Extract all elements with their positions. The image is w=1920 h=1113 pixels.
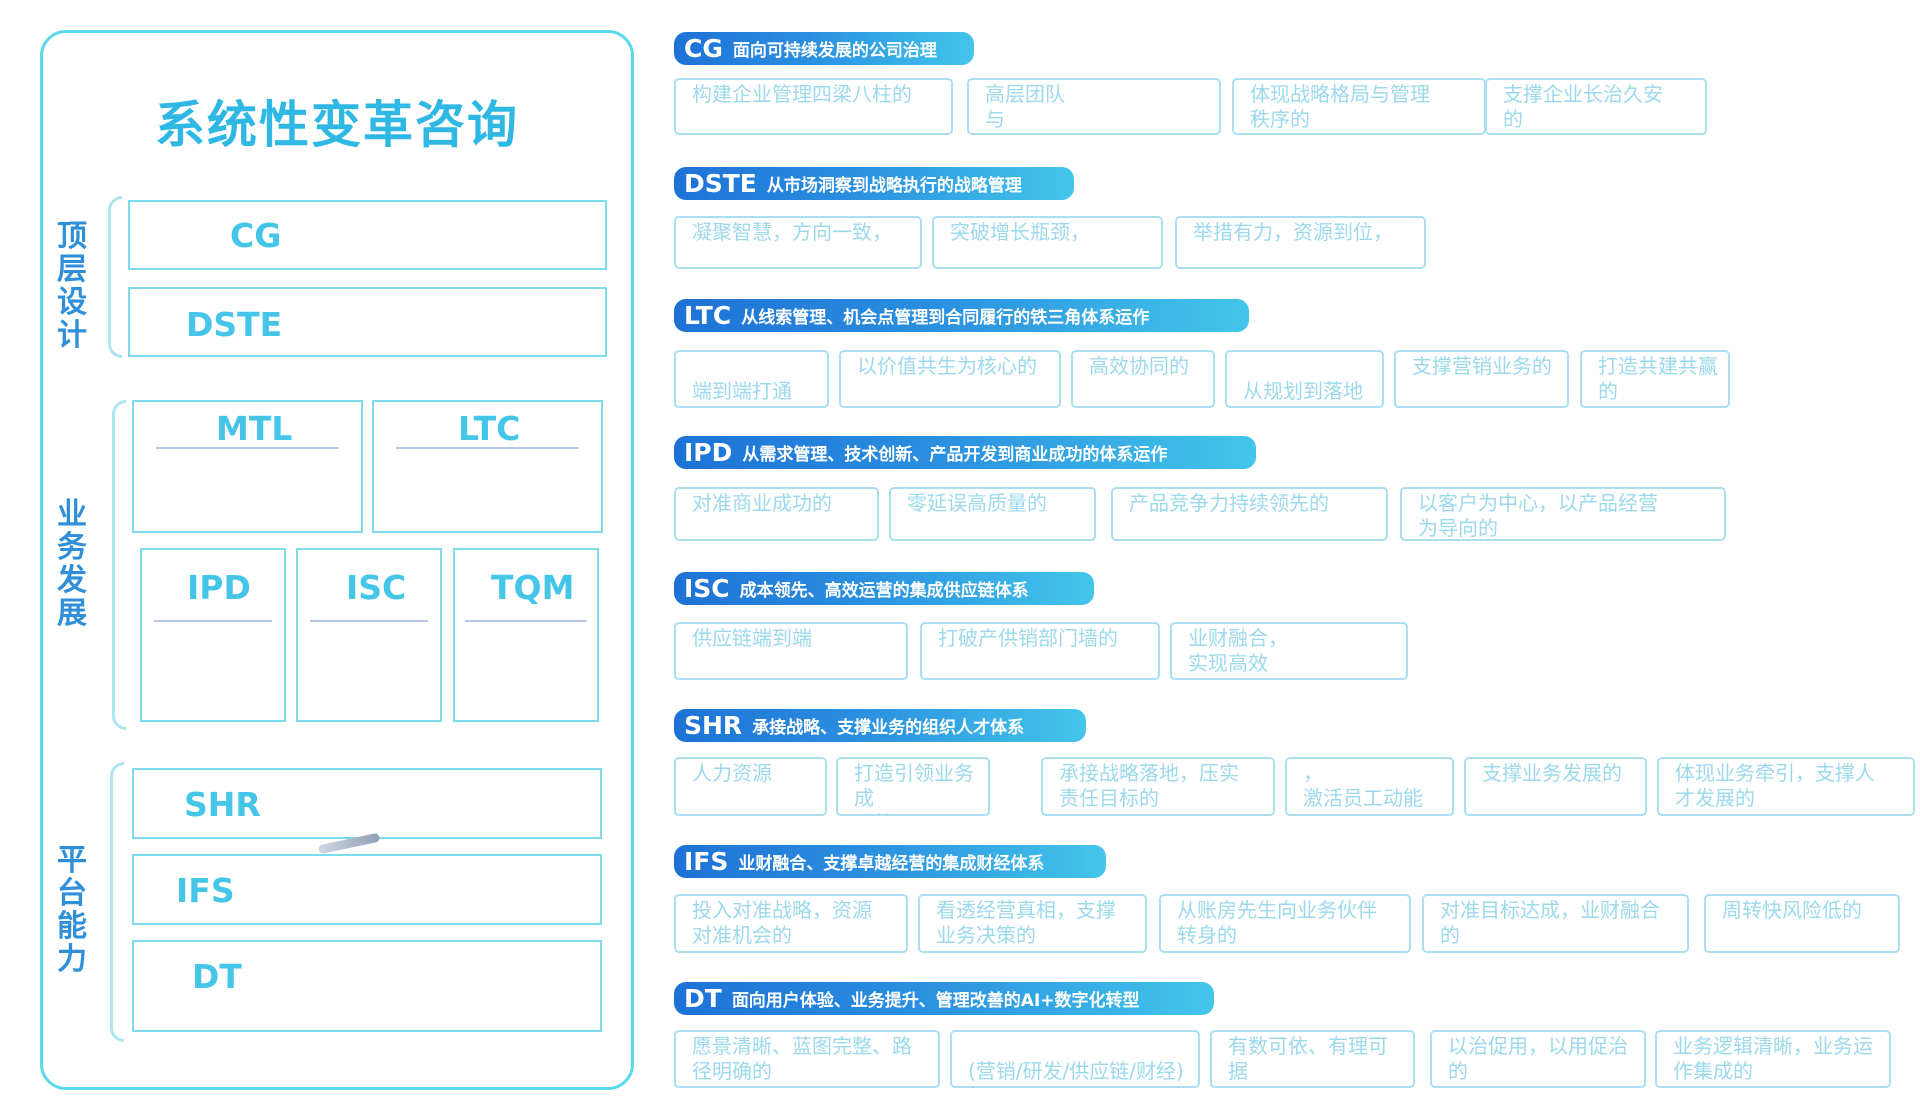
section-description: 从需求管理、技术创新、产品开发到商业成功的体系运作 (742, 445, 1168, 465)
section-header-shr: SHR 承接战略、支撑业务的组织人才体系 (674, 709, 1086, 742)
group-brace-top-design (108, 196, 122, 358)
section-tag: 支撑营销业务的 (1394, 350, 1569, 408)
group-label-top-design: 顶层设计 (57, 219, 87, 353)
module-ipd[interactable]: IPD (140, 548, 286, 722)
group-brace-platform (110, 762, 124, 1042)
section-description: 从市场洞察到战略执行的战略管理 (766, 176, 1022, 196)
module-label: DT (192, 957, 242, 996)
section-header-ifs: IFS 业财融合、支撑卓越经营的集成财经体系 (674, 845, 1106, 878)
section-header-ipd: IPD 从需求管理、技术创新、产品开发到商业成功的体系运作 (674, 436, 1256, 469)
module-label: DSTE (186, 305, 283, 344)
section-tag: 产品竞争力持续领先的 (1111, 487, 1388, 541)
module-tqm[interactable]: TQM (453, 548, 599, 722)
section-tag: 以客户为中心，以产品经营 为导向的 (1400, 487, 1726, 541)
section-code: DSTE (684, 169, 757, 198)
section-code: IFS (684, 847, 729, 876)
section-tag: 业财融合， 实现高效 (1170, 622, 1408, 680)
section-tag: 支撑企业长治久安 的 (1485, 78, 1707, 135)
module-underline (465, 620, 587, 622)
section-tag: 凝聚智慧，方向一致， (674, 216, 922, 269)
section-tag: 打造引领业务成 功的 (836, 757, 990, 816)
section-tag: 看透经营真相，支撑 业务决策的 (918, 894, 1147, 953)
module-shr[interactable]: SHR (132, 768, 602, 839)
section-tag: 对准目标达成，业财融合 的 (1422, 894, 1689, 953)
page-title: 系统性变革咨询 (155, 96, 519, 154)
section-code: IPD (684, 438, 733, 467)
module-dste[interactable]: DSTE (128, 287, 607, 357)
section-header-isc: ISC 成本领先、高效运营的集成供应链体系 (674, 572, 1094, 605)
module-underline (154, 620, 272, 622)
section-description: 业财融合、支撑卓越经营的集成财经体系 (738, 854, 1045, 874)
section-tag: 高效协同的 (1071, 350, 1215, 408)
section-tag: 承接战略落地，压实 责任目标的 (1041, 757, 1275, 816)
section-tag: 对准商业成功的 (674, 487, 879, 541)
module-label: MTL (216, 409, 293, 448)
module-isc[interactable]: ISC (296, 548, 442, 722)
section-tag: (营销/研发/供应链/财经) (950, 1030, 1200, 1088)
section-description: 成本领先、高效运营的集成供应链体系 (739, 581, 1029, 601)
section-tag: 以价值共生为核心的 (839, 350, 1061, 408)
section-tag: 高层团队 与 (967, 78, 1221, 135)
section-tag: 愿景清晰、蓝图完整、路 径明确的 (674, 1030, 940, 1088)
module-label: ISC (346, 568, 407, 607)
section-tag: 供应链端到端 (674, 622, 908, 680)
section-tag: 支撑业务发展的 (1464, 757, 1647, 816)
section-header-cg: CG 面向可持续发展的公司治理 (674, 32, 974, 65)
group-brace-business-dev (112, 400, 126, 730)
section-code: DT (684, 984, 722, 1013)
section-tag: ， 激活员工动能 (1285, 757, 1454, 816)
section-description: 承接战略、支撑业务的组织人才体系 (752, 718, 1025, 738)
section-tag: 打造共建共赢 的 (1580, 350, 1730, 408)
section-header-ltc: LTC 从线索管理、机会点管理到合同履行的铁三角体系运作 (674, 299, 1249, 332)
section-description: 从线索管理、机会点管理到合同履行的铁三角体系运作 (741, 308, 1150, 328)
section-header-dste: DSTE 从市场洞察到战略执行的战略管理 (674, 167, 1074, 200)
section-tag: 投入对准战略，资源 对准机会的 (674, 894, 908, 953)
section-tag: 有数可依、有理可据 的 (1210, 1030, 1415, 1088)
module-label: IFS (176, 871, 235, 910)
section-description: 面向用户体验、业务提升、管理改善的AI+数字化转型 (731, 991, 1140, 1011)
section-tag: 从规划到落地 (1225, 350, 1384, 408)
module-label: LTC (458, 409, 521, 448)
section-tag: 体现战略格局与管理 秩序的 (1232, 78, 1486, 135)
section-code: SHR (684, 711, 743, 740)
section-code: CG (684, 34, 723, 63)
section-tag: 打破产供销部门墙的 (920, 622, 1160, 680)
section-tag: 构建企业管理四梁八柱的 (674, 78, 953, 135)
section-code: ISC (684, 574, 730, 603)
left-panel (40, 30, 634, 1090)
group-label-platform: 平台能力 (57, 843, 87, 977)
section-code: LTC (684, 301, 732, 330)
section-tag: 体现业务牵引，支撑人 才发展的 (1657, 757, 1915, 816)
module-label: TQM (491, 568, 575, 607)
section-tag: 业务逻辑清晰，业务运 作集成的 (1655, 1030, 1891, 1088)
section-tag: 以治促用，以用促治 的 (1430, 1030, 1646, 1088)
module-underline (310, 620, 428, 622)
section-tag: 突破增长瓶颈， (932, 216, 1163, 269)
section-tag: 零延误高质量的 (889, 487, 1096, 541)
section-tag: 人力资源 (674, 757, 827, 816)
module-mtl[interactable]: MTL (132, 400, 363, 533)
module-label: CG (230, 216, 282, 255)
module-ifs[interactable]: IFS (132, 854, 602, 925)
section-tag: 周转快风险低的 (1704, 894, 1900, 953)
module-underline (396, 447, 579, 449)
section-header-dt: DT 面向用户体验、业务提升、管理改善的AI+数字化转型 (674, 982, 1214, 1015)
group-label-business-dev: 业务发展 (57, 497, 87, 631)
module-label: IPD (187, 568, 251, 607)
section-tag: 端到端打通 (674, 350, 829, 408)
module-ltc[interactable]: LTC (372, 400, 603, 533)
section-tag: 举措有力，资源到位， (1175, 216, 1426, 269)
module-label: SHR (184, 785, 261, 824)
module-underline (156, 447, 339, 449)
section-tag: 从账房先生向业务伙伴 转身的 (1159, 894, 1411, 953)
module-cg[interactable]: CG (128, 200, 607, 270)
module-dt[interactable]: DT (132, 940, 602, 1032)
section-description: 面向可持续发展的公司治理 (732, 41, 937, 61)
